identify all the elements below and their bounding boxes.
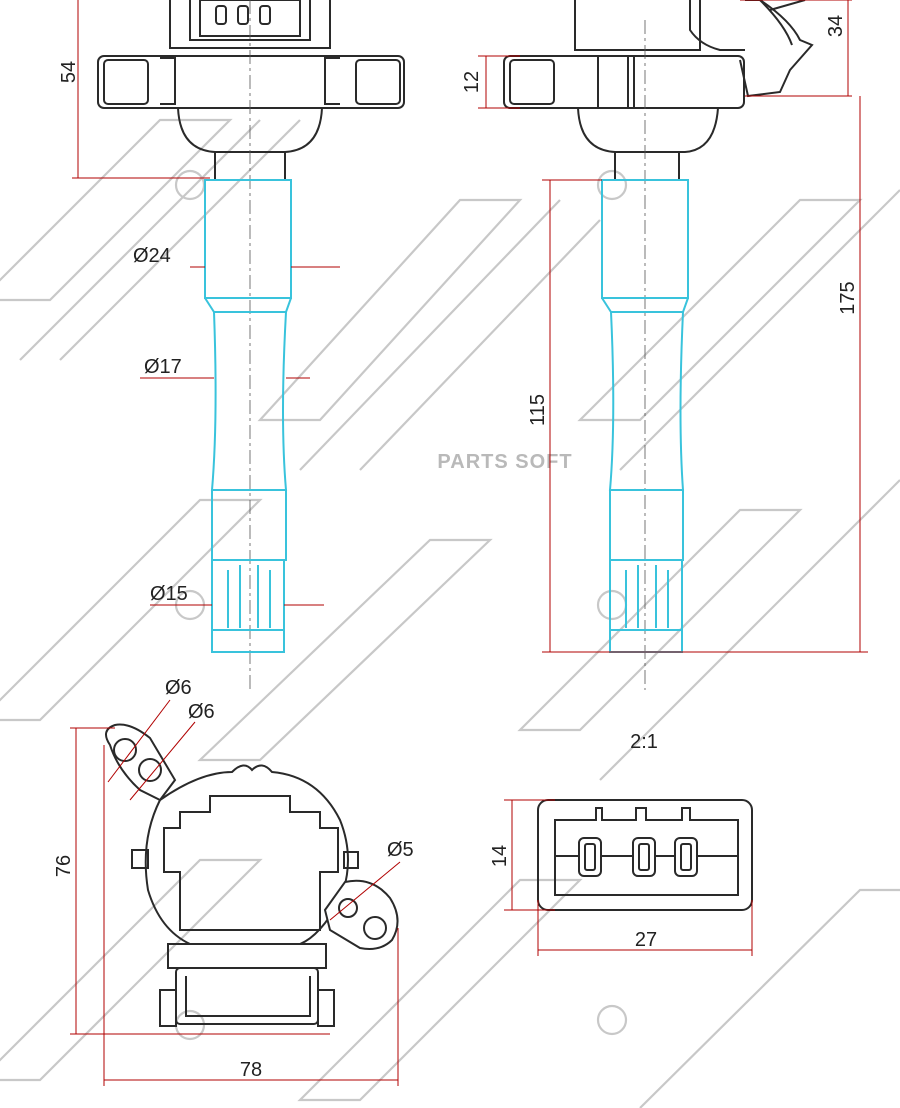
plan-view: [105, 723, 399, 1027]
dim-dia17-label: Ø17: [144, 356, 182, 378]
watermark-center-text: PARTS SOFT: [437, 451, 572, 473]
dim-34-label: 34: [825, 15, 847, 37]
watermark-logos: [0, 118, 900, 1108]
dim-14-label: 14: [489, 845, 511, 867]
side-view: [503, 0, 814, 690]
connector-detail-dimensions: 14 27: [489, 799, 753, 956]
dim-12-label: 12: [461, 71, 483, 93]
front-view-dimensions: 54 Ø24 Ø17 Ø15: [58, 0, 340, 606]
side-view-dimensions: 12 34 115 175: [461, 0, 868, 653]
dim-dia24-label: Ø24: [133, 245, 171, 267]
plan-view-dimensions: 76 78 Ø6 Ø6 Ø5: [53, 677, 414, 1086]
dim-dia6-a-label: Ø6: [165, 677, 192, 699]
dim-115-label: 115: [527, 394, 549, 426]
scale-label: 2:1: [630, 731, 658, 753]
dim-54-label: 54: [58, 61, 80, 83]
dim-dia6-b-label: Ø6: [188, 701, 215, 723]
dim-27-label: 27: [635, 929, 657, 951]
dim-dia15-label: Ø15: [150, 583, 188, 605]
dim-76-label: 76: [53, 855, 75, 877]
dim-175-label: 175: [837, 281, 859, 314]
dim-78-label: 78: [240, 1059, 262, 1081]
front-view: [97, 0, 405, 690]
dim-dia5-label: Ø5: [387, 839, 414, 861]
connector-detail: 2:1: [537, 731, 753, 911]
